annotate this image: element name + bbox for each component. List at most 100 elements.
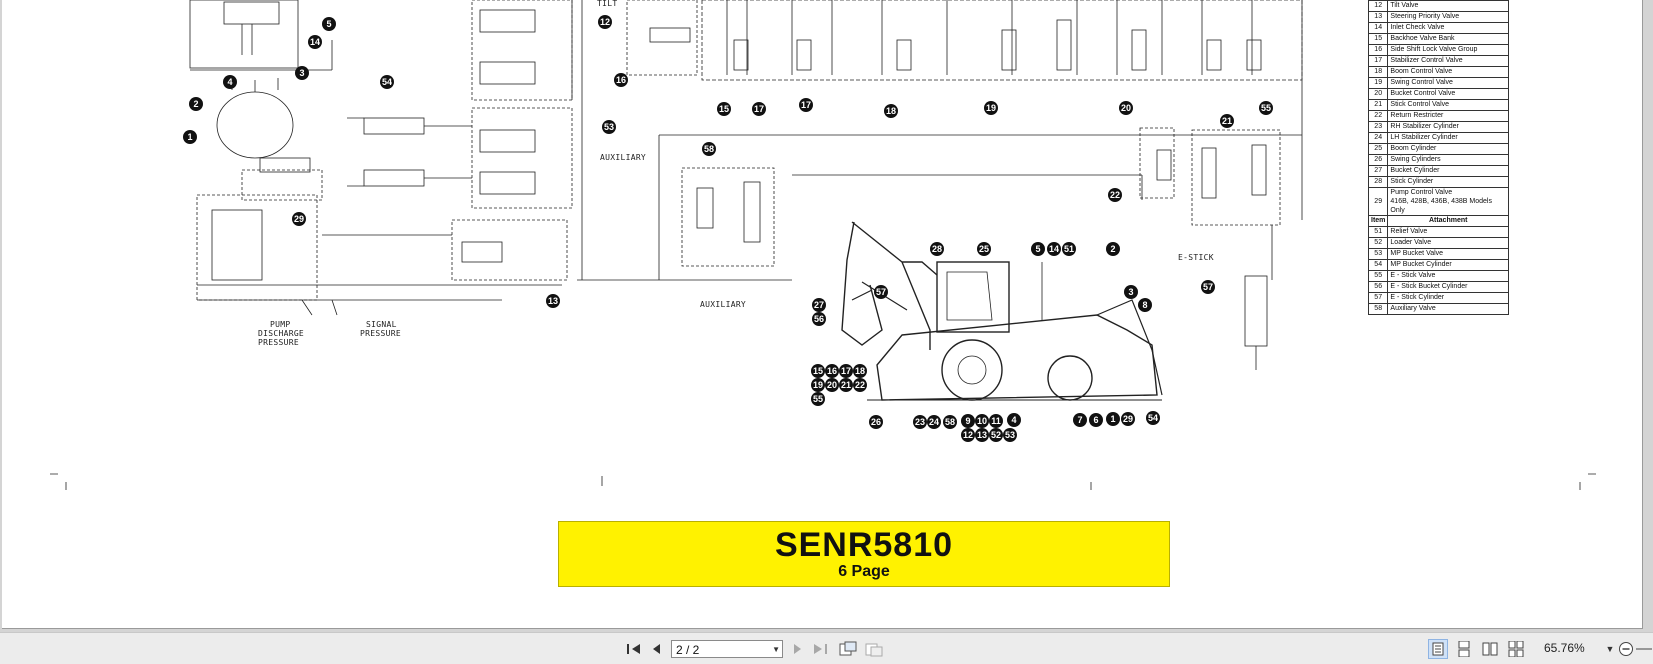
legend-item-description: Backhoe Valve Bank <box>1387 33 1509 45</box>
svg-text:8: 8 <box>1142 300 1147 310</box>
next-page-icon[interactable] <box>788 639 808 659</box>
legend-item-number: Item <box>1367 215 1389 227</box>
svg-text:23: 23 <box>915 417 925 427</box>
facing-view-icon[interactable] <box>1480 639 1500 659</box>
previous-view-icon[interactable] <box>838 639 858 659</box>
legend-item-description: Boom Control Valve <box>1387 66 1509 78</box>
svg-text:6: 6 <box>1093 415 1098 425</box>
callout-19: 19 <box>811 378 825 392</box>
legend-item-description: RH Stabilizer Cylinder <box>1387 121 1509 133</box>
callout-20: 20 <box>825 378 839 392</box>
legend-item-description: Relief Valve <box>1387 226 1509 238</box>
callout-29: 29 <box>1121 412 1135 426</box>
callout-53: 53 <box>1003 428 1017 442</box>
legend-item-number: 23 <box>1367 121 1389 133</box>
callout-13: 13 <box>546 294 560 308</box>
zoom-level[interactable]: 65.76% <box>1544 641 1585 655</box>
legend-item-number: 17 <box>1367 55 1389 67</box>
schematic-label-e-stick: E-STICK <box>1178 253 1214 262</box>
previous-page-icon[interactable] <box>646 639 666 659</box>
legend-item-number: 26 <box>1367 154 1389 166</box>
callout-1: 1 <box>1106 412 1120 426</box>
next-view-icon[interactable] <box>864 639 884 659</box>
svg-text:10: 10 <box>977 416 987 426</box>
callout-23: 23 <box>913 415 927 429</box>
callout-22: 22 <box>853 378 867 392</box>
callout-12: 12 <box>598 15 612 29</box>
svg-text:52: 52 <box>991 430 1001 440</box>
chevron-down-icon[interactable]: ▼ <box>772 645 780 654</box>
legend-item-description: Steering Priority Valve <box>1387 11 1509 23</box>
continuous-view-icon[interactable] <box>1454 639 1474 659</box>
svg-text:17: 17 <box>801 100 811 110</box>
svg-text:5: 5 <box>326 19 331 29</box>
zoom-out-icon[interactable] <box>1616 639 1636 659</box>
continuous-facing-view-icon[interactable] <box>1506 639 1526 659</box>
callout-15: 15 <box>717 102 731 116</box>
svg-text:15: 15 <box>719 104 729 114</box>
svg-text:22: 22 <box>1110 190 1120 200</box>
svg-text:11: 11 <box>991 416 1001 426</box>
svg-text:53: 53 <box>604 122 614 132</box>
callout-7: 7 <box>1073 413 1087 427</box>
svg-text:17: 17 <box>754 104 764 114</box>
callout-17: 17 <box>799 98 813 112</box>
zoom-slider-track[interactable] <box>1636 639 1652 659</box>
page-number-field[interactable]: 2 / 2 ▼ <box>671 640 783 658</box>
callout-4: 4 <box>1007 413 1021 427</box>
callout-17: 17 <box>752 102 766 116</box>
hydraulic-schematic: TILT AUXILIARY AUXILIARY E-STICK PUMP DI… <box>50 0 1596 490</box>
callout-20: 20 <box>1119 101 1133 115</box>
legend-item-number: 54 <box>1367 259 1389 271</box>
svg-text:58: 58 <box>704 144 714 154</box>
legend-item-description: Tilt Valve <box>1387 0 1509 12</box>
legend-item-description: MP Bucket Valve <box>1387 248 1509 260</box>
legend-item-number: 25 <box>1367 143 1389 155</box>
legend-item-number: 56 <box>1367 281 1389 293</box>
callout-9: 9 <box>961 414 975 428</box>
svg-text:21: 21 <box>841 380 851 390</box>
legend-item-description: Stick Control Valve <box>1387 99 1509 111</box>
callout-2: 2 <box>1106 242 1120 256</box>
callout-56: 56 <box>812 312 826 326</box>
legend-item-description: Side Shift Lock Valve Group <box>1387 44 1509 56</box>
last-page-icon[interactable] <box>810 639 830 659</box>
first-page-icon[interactable] <box>624 639 644 659</box>
callout-17: 17 <box>839 364 853 378</box>
legend-item-number: 22 <box>1367 110 1389 122</box>
legend-item-description: E - Stick Cylinder <box>1387 292 1509 304</box>
svg-text:55: 55 <box>813 394 823 404</box>
svg-text:2: 2 <box>193 99 198 109</box>
legend-item-number: 16 <box>1367 44 1389 56</box>
svg-text:12: 12 <box>600 17 610 27</box>
callout-26: 26 <box>869 415 883 429</box>
callout-10: 10 <box>975 414 989 428</box>
legend-item-description: Loader Valve <box>1387 237 1509 249</box>
single-page-view-icon[interactable] <box>1428 639 1448 659</box>
svg-text:16: 16 <box>827 366 837 376</box>
svg-text:9: 9 <box>965 416 970 426</box>
legend-item-number: 18 <box>1367 66 1389 78</box>
callout-15: 15 <box>811 364 825 378</box>
schematic-label-auxiliary: AUXILIARY <box>700 300 746 309</box>
zoom-dropdown-icon[interactable]: ▼ <box>1605 644 1615 654</box>
svg-text:57: 57 <box>1203 282 1213 292</box>
document-viewport[interactable]: TILT AUXILIARY AUXILIARY E-STICK PUMP DI… <box>0 0 1653 632</box>
svg-text:3: 3 <box>1128 287 1133 297</box>
legend-item-number: 19 <box>1367 77 1389 89</box>
document-banner: SENR5810 6 Page <box>558 521 1170 587</box>
